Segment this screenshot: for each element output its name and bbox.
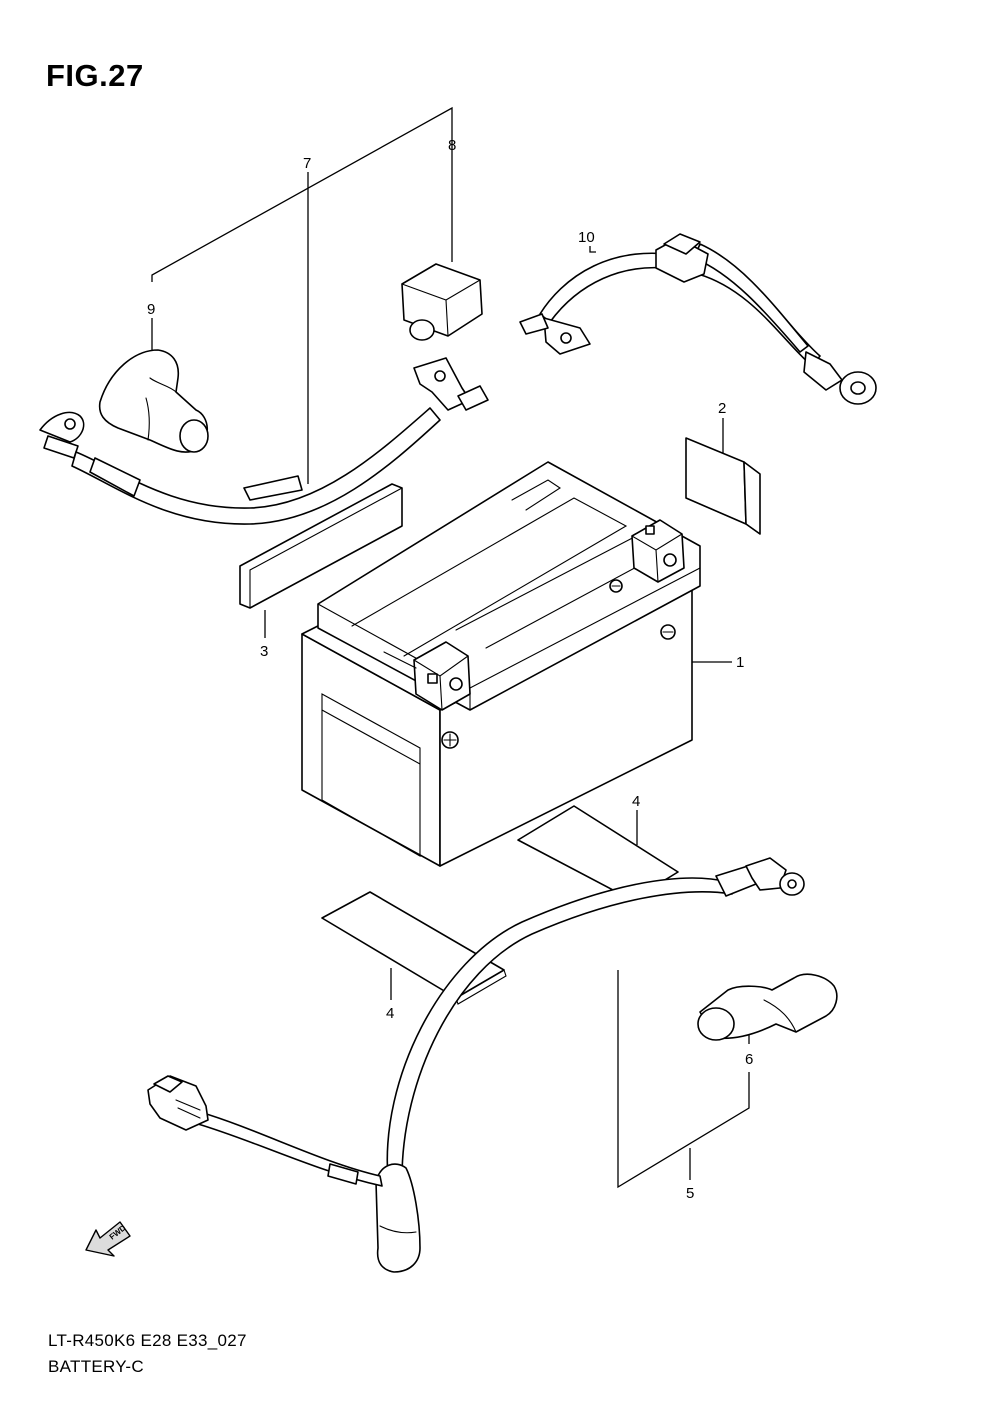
- part-2-pad: [685, 437, 761, 535]
- part-4-pad-upper: [517, 805, 679, 901]
- part-8-cap: [401, 263, 483, 341]
- part-1-battery: [301, 461, 701, 867]
- part-5-battery-lead: [147, 857, 805, 1273]
- callout-8: 8: [448, 137, 456, 154]
- callout-2: 2: [718, 400, 726, 417]
- callout-numbers: 1 2 3 4 4 5 6 7 8 9 10: [147, 137, 753, 1202]
- part-3-strip-pad: [239, 483, 403, 609]
- callout-1: 1: [736, 654, 744, 671]
- footer-section-name: BATTERY-C: [48, 1357, 144, 1376]
- callout-4-upper: 4: [632, 793, 640, 810]
- fwd-arrow-icon: FWD: [85, 1221, 131, 1257]
- part-9-terminal-cover: [98, 349, 209, 453]
- part-6-terminal-cover: [697, 973, 838, 1041]
- footer-model-code: LT-R450K6 E28 E33_027: [48, 1331, 247, 1350]
- callout-10: 10: [578, 229, 595, 246]
- leader-lines: [151, 106, 750, 1189]
- part-10-connector-lead: [519, 233, 877, 405]
- callout-4-lower: 4: [386, 1005, 394, 1022]
- callout-3: 3: [260, 643, 268, 660]
- part-7-battery-lead: [39, 357, 489, 525]
- figure-title: FIG.27: [46, 58, 144, 93]
- callout-7: 7: [303, 155, 311, 172]
- callout-9: 9: [147, 301, 155, 318]
- callout-6: 6: [745, 1051, 753, 1068]
- part-4-pad-lower: [321, 891, 507, 1005]
- callout-5: 5: [686, 1185, 694, 1202]
